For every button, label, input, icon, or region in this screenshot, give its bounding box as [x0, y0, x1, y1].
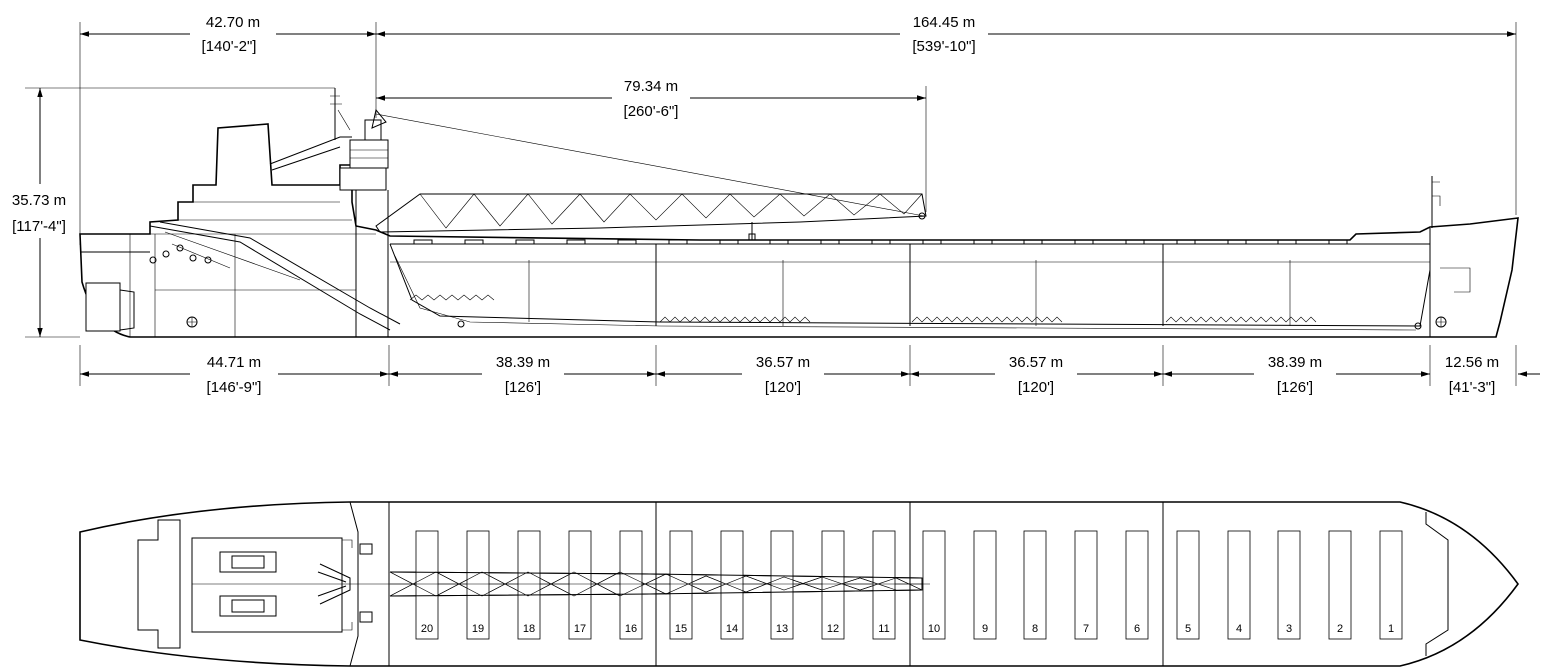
dim-hold-1-metric: 38.39 m [496, 354, 550, 371]
dim-accommodation-imperial: [140'-2"] [202, 38, 257, 55]
dim-cargo-length-metric: 164.45 m [913, 14, 976, 31]
dim-bow-metric: 12.56 m [1445, 354, 1499, 371]
hatch-number-18: 18 [523, 623, 535, 635]
hatch-number-13: 13 [776, 623, 788, 635]
dim-hold-2-imperial: [120'] [765, 379, 801, 396]
dim-cargo-length-imperial: [539'-10"] [912, 38, 975, 55]
side-elevation [79, 88, 1519, 338]
hatch-number-20: 20 [421, 623, 433, 635]
hatch-number-7: 7 [1083, 623, 1089, 635]
hatch-number-15: 15 [675, 623, 687, 635]
hatch-number-9: 9 [982, 623, 988, 635]
plan-boom-overlay [389, 571, 930, 597]
dim-hold-3-imperial: [120'] [1018, 379, 1054, 396]
dim-height-metric: 35.73 m [12, 192, 66, 209]
hatch-number-3: 3 [1286, 623, 1292, 635]
hatch-number-4: 4 [1236, 623, 1242, 635]
dim-accommodation-metric: 42.70 m [206, 14, 260, 31]
dim-height-imperial: [117'-4"] [12, 218, 66, 235]
dim-hold-4-imperial: [126'] [1277, 379, 1313, 396]
hatch-number-6: 6 [1134, 623, 1140, 635]
hatch-number-19: 19 [472, 623, 484, 635]
hatch-number-10: 10 [928, 623, 940, 635]
dim-boom-imperial: [260'-6"] [624, 103, 679, 120]
hatch-number-14: 14 [726, 623, 738, 635]
hatch-number-12: 12 [827, 623, 839, 635]
top-dimension-labels: 42.70 m [140'-2"] 164.45 m [539'-10"] 79… [202, 14, 976, 120]
bottom-dimension-labels: 44.71 m [146'-9"] 38.39 m [126'] 36.57 m… [207, 354, 1500, 396]
height-dimension-label: 35.73 m [117'-4"] [12, 192, 66, 235]
hatch-number-labels: 20 19 18 17 16 15 14 13 12 11 10 9 8 7 6… [421, 623, 1394, 635]
hatch-number-1: 1 [1388, 623, 1394, 635]
hatch-number-2: 2 [1337, 623, 1343, 635]
dim-bow-imperial: [41'-3"] [1449, 379, 1496, 396]
hatch-number-5: 5 [1185, 623, 1191, 635]
dimension-lines [25, 22, 1540, 386]
dim-hold-4-metric: 38.39 m [1268, 354, 1322, 371]
hatch-number-17: 17 [574, 623, 586, 635]
dim-boom-metric: 79.34 m [624, 78, 678, 95]
dim-hold-1-imperial: [126'] [505, 379, 541, 396]
dim-hold-3-metric: 36.57 m [1009, 354, 1063, 371]
side-hatch-coamings [413, 239, 1348, 245]
dim-stern-imperial: [146'-9"] [207, 379, 262, 396]
dim-hold-2-metric: 36.57 m [756, 354, 810, 371]
hatch-number-11: 11 [878, 623, 889, 635]
hatch-number-16: 16 [625, 623, 637, 635]
dim-stern-metric: 44.71 m [207, 354, 261, 371]
plan-hatches [415, 530, 1403, 640]
hatch-number-8: 8 [1032, 623, 1038, 635]
